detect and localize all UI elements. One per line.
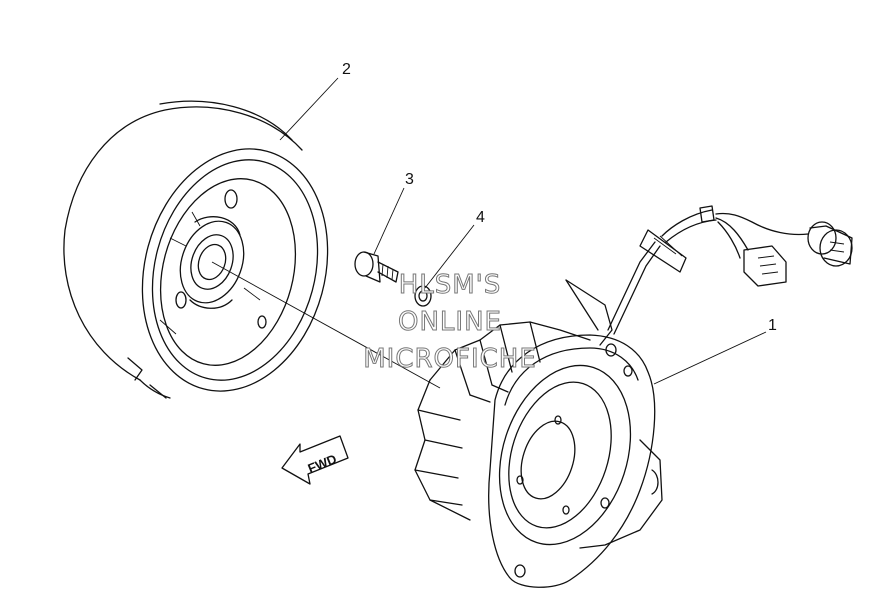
fwd-label: FWD	[306, 451, 339, 476]
leader-lines	[279, 77, 767, 385]
watermark-line-2: ONLINE	[398, 307, 502, 338]
leader-line-1	[653, 331, 767, 385]
watermark-line-3: MICROFICHE	[363, 344, 537, 375]
callout-3: 3	[405, 171, 414, 188]
rotor-flywheel	[63, 100, 329, 399]
assembly-axis-line	[211, 261, 441, 389]
callout-4: 4	[476, 209, 485, 226]
leader-line-3	[373, 187, 405, 255]
washer	[414, 285, 432, 307]
bolt	[354, 251, 399, 283]
callout-1: 1	[768, 317, 777, 334]
stator-assembly	[414, 205, 853, 588]
leader-line-4	[424, 224, 475, 289]
forward-direction-arrow: FWD	[281, 435, 349, 485]
watermark-line-1: HLSM'S	[398, 270, 502, 301]
leader-line-2	[279, 77, 339, 141]
callout-2: 2	[342, 61, 351, 78]
